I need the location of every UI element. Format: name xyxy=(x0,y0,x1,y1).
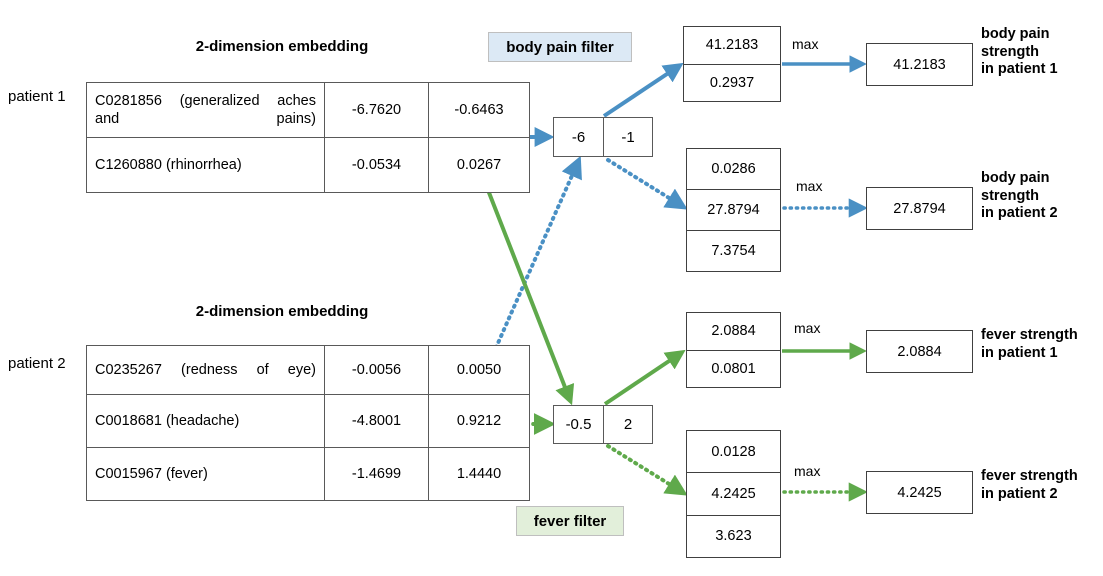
description-fever-p1: fever strength in patient 1 xyxy=(981,327,1078,362)
fever-filter-chip: fever filter xyxy=(516,506,624,536)
conv-value: 27.8794 xyxy=(687,189,780,230)
description-fever-p2: fever strength in patient 2 xyxy=(981,468,1078,503)
patient-1-embedding-table: C0281856 (generalized aches and pains) -… xyxy=(86,82,530,193)
concept-cell: C1260880 (rhinorrhea) xyxy=(86,137,325,193)
arrow-fever-filter-to-conv-p2 xyxy=(606,444,688,496)
description-bodypain-p1: body pain strength in patient 1 xyxy=(981,26,1058,79)
patient-2-embedding-table: C0235267 (redness of eye) -0.0056 0.0050… xyxy=(86,345,530,501)
conv-value: 7.3754 xyxy=(687,230,780,271)
body-pain-filter-kernel: -6 -1 xyxy=(553,117,653,157)
kernel-weight-1: -1 xyxy=(603,118,652,156)
description-bodypain-p2: body pain strength in patient 2 xyxy=(981,170,1058,223)
description-line: fever strength xyxy=(981,468,1078,484)
patient-1-embedding-title: 2-dimension embedding xyxy=(195,38,369,55)
description-line: in patient 1 xyxy=(981,61,1058,78)
description-line: body pain xyxy=(981,26,1050,42)
kernel-weight-1: 2 xyxy=(603,406,652,443)
table-row: C1260880 (rhinorrhea) -0.0534 0.0267 xyxy=(86,137,530,193)
concept-cell: C0015967 (fever) xyxy=(86,447,325,501)
result-box-bodypain-p1: 41.2183 xyxy=(866,43,973,86)
conv-value: 0.0286 xyxy=(711,161,756,177)
arrow-fever-filter-to-conv-p1 xyxy=(603,349,686,406)
result-box-fever-p2: 4.2425 xyxy=(866,471,973,514)
dim2-cell: 0.0267 xyxy=(428,137,530,193)
concept-cell: C0235267 (redness of eye) xyxy=(86,345,325,395)
conv-stack-fever-p1: 2.0884 0.0801 xyxy=(686,312,781,388)
dim1-cell: -6.7620 xyxy=(324,82,429,138)
conv-value: 0.2937 xyxy=(684,63,780,102)
max-label-fever-p1: max xyxy=(794,320,821,336)
description-line: in patient 2 xyxy=(981,485,1058,502)
concept-cell: C0281856 (generalized aches and pains) xyxy=(86,82,325,138)
description-line: fever strength xyxy=(981,327,1078,343)
conv-value: 41.2183 xyxy=(705,37,759,54)
patient-2-label: patient 2 xyxy=(8,355,66,372)
result-box-bodypain-p2: 27.8794 xyxy=(866,187,973,230)
dim1-cell: -0.0534 xyxy=(324,137,429,193)
description-line: strength xyxy=(981,43,1039,60)
max-label-fever-p2: max xyxy=(794,463,821,479)
table-row: C0235267 (redness of eye) -0.0056 0.0050 xyxy=(86,345,530,395)
conv-value: 2.0884 xyxy=(711,323,756,340)
conv-value: 3.623 xyxy=(687,514,780,557)
arrow-bodypain-filter-to-conv-p1 xyxy=(602,62,684,118)
description-line: strength xyxy=(981,187,1039,204)
kernel-weight-0: -6 xyxy=(571,128,586,146)
concept-cell: C0018681 (headache) xyxy=(86,394,325,448)
patient-2-embedding-title: 2-dimension embedding xyxy=(195,303,369,320)
dim1-cell: -1.4699 xyxy=(324,447,429,501)
conv-stack-fever-p2: 0.0128 4.2425 3.623 xyxy=(686,430,781,558)
conv-value: 0.0128 xyxy=(711,443,756,460)
body-pain-filter-chip: body pain filter xyxy=(488,32,632,62)
max-label-bodypain-p1: max xyxy=(792,36,819,52)
dim2-cell: 1.4440 xyxy=(428,447,530,501)
conv-stack-bodypain-p1: 41.2183 0.2937 xyxy=(683,26,781,102)
dim2-cell: 0.9212 xyxy=(428,394,530,448)
conv-stack-bodypain-p2: 0.0286 27.8794 7.3754 xyxy=(686,148,781,272)
dim2-cell: 0.0050 xyxy=(428,345,530,395)
kernel-weight-0: -0.5 xyxy=(565,416,592,433)
arrow-bodypain-filter-to-conv-p2 xyxy=(606,158,688,210)
max-label-bodypain-p2: max xyxy=(796,178,823,194)
conv-value: 4.2425 xyxy=(687,472,780,514)
description-line: body pain xyxy=(981,170,1050,186)
dim1-cell: -4.8001 xyxy=(324,394,429,448)
result-box-fever-p1: 2.0884 xyxy=(866,330,973,373)
description-line: in patient 2 xyxy=(981,205,1058,222)
table-row: C0018681 (headache) -4.8001 0.9212 xyxy=(86,394,530,448)
fever-filter-kernel: -0.5 2 xyxy=(553,405,653,444)
description-line: in patient 1 xyxy=(981,344,1058,361)
table-row: C0015967 (fever) -1.4699 1.4440 xyxy=(86,447,530,501)
dim1-cell: -0.0056 xyxy=(324,345,429,395)
table-row: C0281856 (generalized aches and pains) -… xyxy=(86,82,530,138)
dim2-cell: -0.6463 xyxy=(428,82,530,138)
patient-1-label: patient 1 xyxy=(8,88,66,105)
conv-value: 0.0801 xyxy=(687,349,780,388)
